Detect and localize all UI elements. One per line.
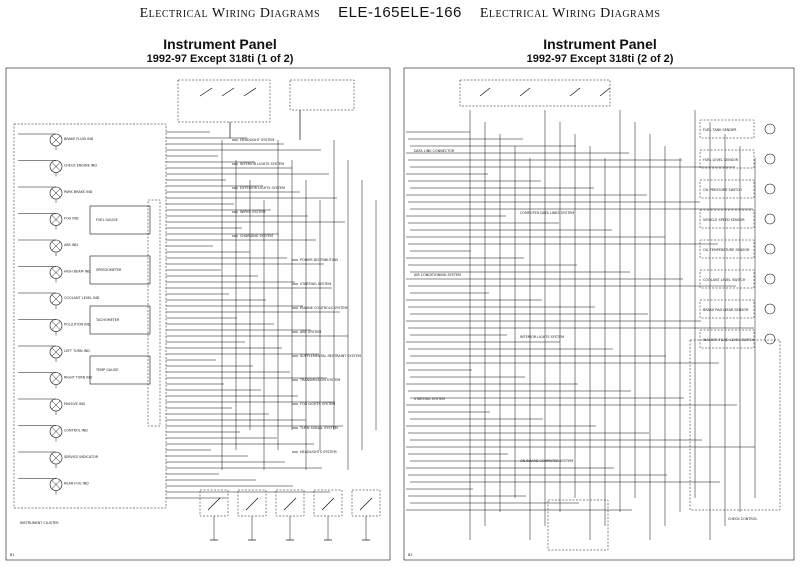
system-label: EXTERIOR LIGHTS SYSTEM [240, 186, 285, 190]
sensor-label: FUEL LEVEL SENSOR [703, 158, 739, 162]
left-page-frame [5, 67, 391, 561]
system-label: TRANSMISSION SYSTEM [299, 378, 340, 382]
sensor-label: OIL TEMPERATURE SENSOR [703, 248, 750, 252]
gauge-label: FUEL GAUGE [96, 218, 118, 222]
sensor-label: COOLANT LEVEL SWITCH [703, 278, 746, 282]
left-bottom-switches [199, 489, 381, 541]
sensor-icon [764, 243, 776, 255]
sensor-icon [764, 123, 776, 135]
right-wire-harness [406, 110, 756, 540]
system-label: WIPER SYSTEM [240, 210, 266, 214]
system-label: HEADLIGHT SYSTEM [240, 138, 274, 142]
switch-box [313, 489, 343, 517]
sensor-box [699, 149, 755, 169]
header-right-text: Electrical Wiring Diagrams [479, 6, 661, 21]
system-label: DATA LINK CONNECTOR [414, 149, 455, 153]
header-page-codes: ELE-165ELE-166 [338, 4, 462, 21]
sensor-label: FUEL TANK SENDER [703, 128, 737, 132]
gauge-box [89, 355, 151, 385]
indicator-label: BRAKE FLUID IND [64, 137, 94, 141]
connector-label: CHECK CONTROL [728, 517, 757, 521]
sensor-box [699, 299, 755, 319]
left-diagram-title: Instrument Panel 1992-97 Except 318ti (1… [90, 36, 350, 65]
system-label: SUPPLEMENTAL RESTRAINT SYSTEM [300, 354, 361, 358]
indicator-label: CONTROL IND [64, 429, 88, 433]
system-label: COMPUTER DATA LINES SYSTEM [520, 211, 574, 215]
right-page-number: B2 [408, 553, 412, 557]
indicator-label: LEFT TURN IND [64, 349, 90, 353]
instrument-cluster-left: INSTRUMENT CLUSTER [13, 123, 167, 525]
system-label: TURN SIGNAL SYSTEM [299, 426, 338, 430]
system-label: CHARGING SYSTEM [240, 234, 273, 238]
switch-box [237, 489, 267, 517]
sensor-label: BRAKE PAD WEAR SENSOR [703, 308, 749, 312]
right-diagram-title: Instrument Panel 1992-97 Except 318ti (2… [470, 36, 730, 65]
sensor-box [699, 269, 755, 289]
system-label: ABS SYSTEM [300, 330, 321, 334]
sensor-icon [764, 273, 776, 285]
right-title-text: Instrument Panel [543, 36, 657, 52]
sensor-box [699, 119, 755, 139]
right-page-frame [403, 67, 795, 561]
header-left-text: Electrical Wiring Diagrams [139, 6, 321, 21]
indicator-label: RIGHT TURN IND [64, 376, 93, 380]
left-title-text: Instrument Panel [163, 36, 277, 52]
left-page-number: B1 [10, 553, 14, 557]
system-label: STARTING SYSTEM [414, 397, 445, 401]
indicator-label: FOG IND [64, 217, 79, 221]
gauge-box [89, 255, 151, 285]
fuse-box-left [177, 79, 355, 140]
gauge-label: SPEEDOMETER [96, 268, 122, 272]
system-label: POWER DISTRIBUTION [300, 258, 338, 262]
indicator-label: PARK BRAKE IND [64, 190, 93, 194]
switch-box [275, 489, 305, 517]
right-sensors: FUEL TANK SENDER FUEL LEVEL SENSOR OIL PRE… [699, 119, 776, 349]
sensor-icon [764, 153, 776, 165]
indicator-label: REAR FOG IND [64, 482, 89, 486]
system-label: ENGINE CONTROLS SYSTEM [300, 306, 347, 310]
system-label: HEADLIGHTS SYSTEM [300, 450, 337, 454]
system-label: INTERIOR LIGHTS SYSTEM [520, 335, 564, 339]
indicator-label: CHECK ENGINE IND [64, 164, 97, 168]
right-subtitle-text: 1992-97 Except 318ti (2 of 2) [526, 53, 674, 65]
indicator-label: COOLANT LEVEL IND [64, 296, 100, 300]
sensor-label: VEHICLE SPEED SENSOR [703, 218, 745, 222]
gauge-box [89, 205, 151, 235]
left-wire-harness [166, 131, 377, 499]
sensor-box [699, 329, 755, 349]
system-label: AIR CONDITIONING SYSTEM [414, 273, 461, 277]
sensor-box [699, 239, 755, 259]
gauge-label: TACHOMETER [95, 318, 120, 322]
right-connector: CHECK CONTROL [547, 339, 781, 551]
sensor-label: OIL PRESSURE SWITCH [703, 188, 742, 192]
sensor-box [699, 209, 755, 229]
gauge-boxes: FUEL GAUGE SPEEDOMETER TACHOMETER TEMP GAUG… [89, 199, 161, 427]
fuse-box-right [459, 79, 611, 107]
page-header: Electrical Wiring Diagrams ELE-165ELE-16… [0, 4, 800, 30]
system-label: ON-BOARD COMPUTER SYSTEM [520, 459, 573, 463]
indicator-label: ABS IND [64, 243, 78, 247]
indicator-label: SERVICE INDICATOR [64, 455, 99, 459]
sensor-box [699, 179, 755, 199]
sensor-icon [764, 303, 776, 315]
indicator-label: HIGH BEAM IND [64, 270, 91, 274]
system-label: INTERIOR LIGHTS SYSTEM [240, 162, 284, 166]
cluster-label: INSTRUMENT CLUSTER [20, 521, 59, 525]
sensor-icon [764, 333, 776, 345]
sensor-icon [764, 213, 776, 225]
right-system-labels: DATA LINK CONNECTOR COMPUTER DATA LINES S… [414, 149, 574, 463]
left-system-labels: HEADLIGHT SYSTEM INTERIOR LIGHTS SYSTEM EX… [232, 138, 361, 454]
switch-box [351, 489, 381, 517]
system-label: FOG LIGHTS SYSTEM [300, 402, 335, 406]
sensor-icon [764, 183, 776, 195]
gauge-box [89, 305, 151, 335]
gauge-label: TEMP GAUGE [95, 368, 118, 372]
system-label: STARTING SYSTEM [300, 282, 331, 286]
indicator-label: PASSIVE IND [64, 402, 86, 406]
switch-box [199, 489, 229, 517]
indicator-label: POLLUTION IND [64, 323, 91, 327]
indicator-lamps: BRAKE FLUID IND CHECK ENGINE IND PARK BRAK… [18, 133, 100, 495]
left-subtitle-text: 1992-97 Except 318ti (1 of 2) [146, 53, 294, 65]
